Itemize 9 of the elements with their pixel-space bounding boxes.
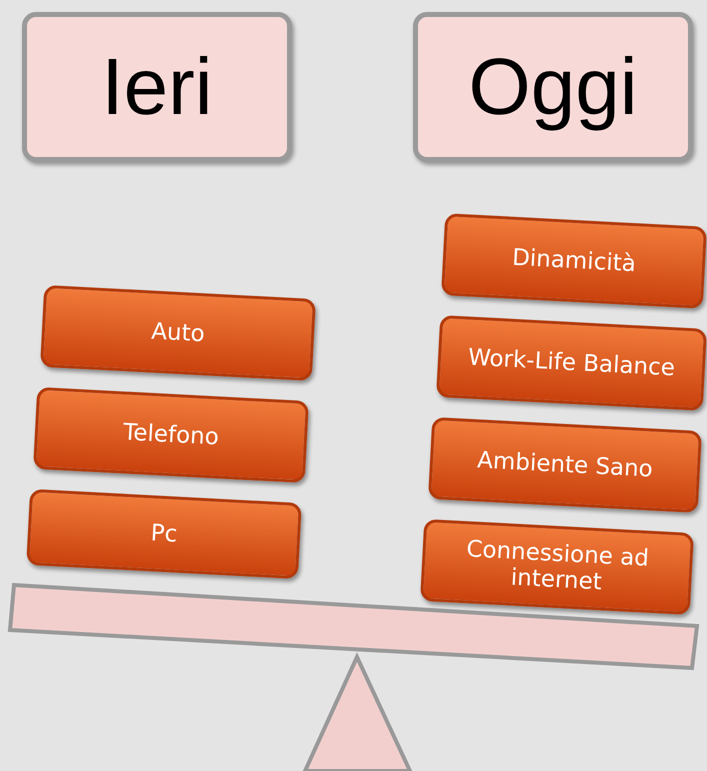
item-block: Auto <box>40 284 316 382</box>
item-block: Dinamicità <box>441 213 707 309</box>
item-block: Telefono <box>33 386 309 484</box>
item-block: Pc <box>26 488 302 580</box>
heading-box: Ieri <box>22 12 292 162</box>
heading-box: Oggi <box>413 12 693 162</box>
item-block: Connessione ad internet <box>420 519 694 615</box>
item-block: Work-Life Balance <box>436 315 707 411</box>
item-block: Ambiente Sano <box>428 417 702 513</box>
